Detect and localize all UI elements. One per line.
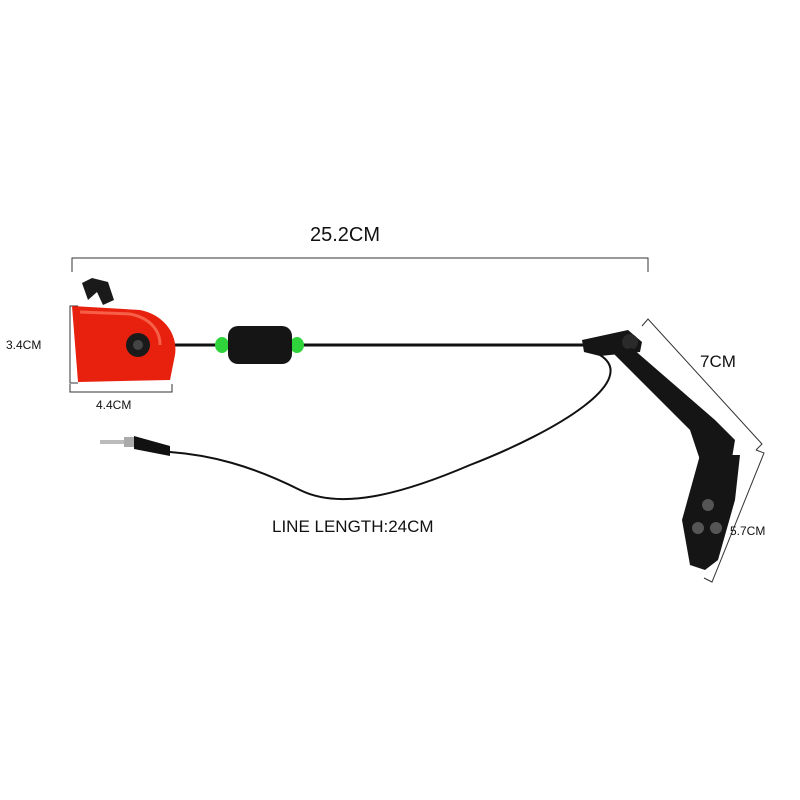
green-bead-right <box>290 337 304 353</box>
jack-plug <box>100 436 170 456</box>
total-length-label: 25.2CM <box>310 224 381 246</box>
bracket-arm <box>582 330 740 570</box>
head-width-label: 4.4CM <box>96 398 132 412</box>
head-height-line <box>69 305 78 384</box>
arm-length-line <box>641 318 763 451</box>
total-length-line <box>71 257 649 272</box>
plate-length-line <box>703 449 765 583</box>
arm-length-label: 7CM <box>700 352 736 371</box>
plate-length-label: 5.7CM <box>730 524 766 538</box>
line-length-label: LINE LENGTH:24CM <box>272 517 434 536</box>
green-bead-left <box>215 337 229 353</box>
cable <box>169 354 612 501</box>
dimension-lines <box>69 257 765 583</box>
weight-cylinder <box>228 326 292 364</box>
head-height-label: 3.4CM <box>6 338 42 352</box>
swinger-head <box>72 278 176 382</box>
head-width-line <box>69 384 173 393</box>
